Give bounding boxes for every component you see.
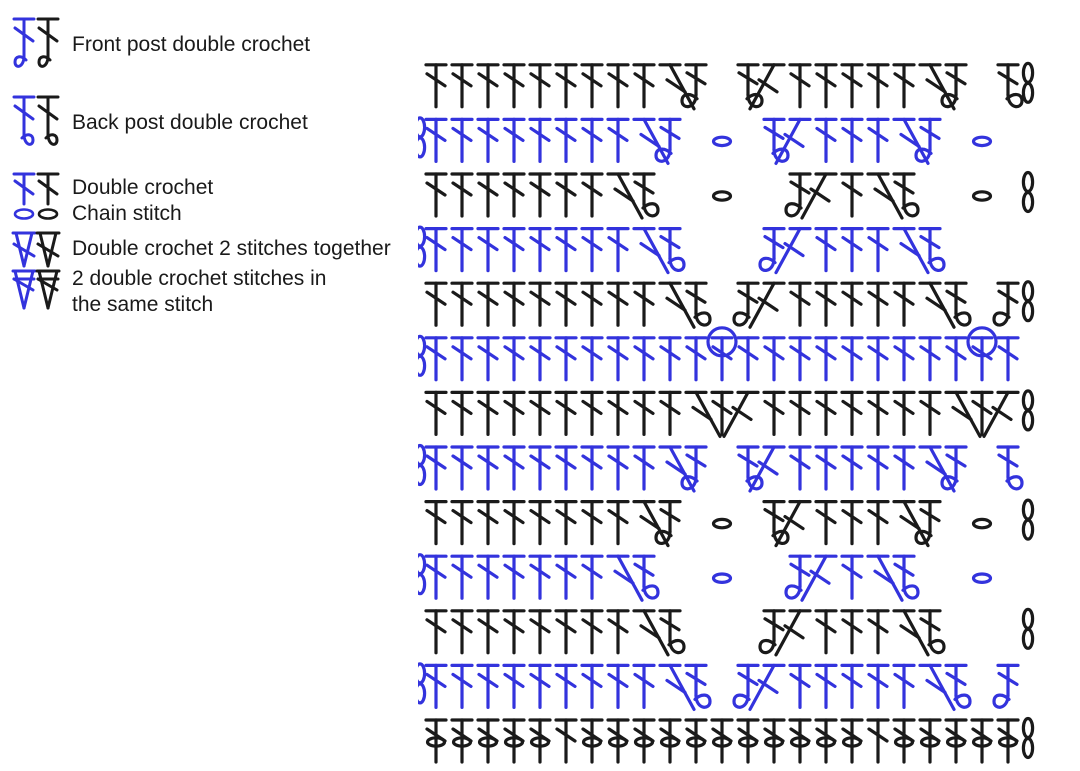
chain-stitch-icon [8, 198, 72, 230]
legend-label-front-post-double-crochet: Front post double crochet [72, 33, 311, 56]
legend-item-chain-stitch: Chain stitch [8, 198, 428, 230]
chart-row-5 [418, 443, 1024, 493]
chart-row-12 [424, 61, 1035, 111]
chart-row-3 [418, 553, 993, 602]
chart-row-7 [418, 326, 1020, 382]
two-dc-same-stitch-icon [8, 266, 72, 318]
chart-row-6 [424, 389, 1035, 438]
legend-label-two-double-crochet-same-stitch: 2 double crochet stitches in the same st… [72, 267, 327, 316]
legend-label-double-crochet: Double crochet [72, 176, 214, 199]
dc2tog-icon [8, 228, 72, 270]
legend-item-back-post-double-crochet: Back post double crochet [8, 88, 428, 158]
legend-label-double-crochet-2-together: Double crochet 2 stitches together [72, 237, 391, 260]
fpdc-icon [8, 10, 72, 80]
chart-row-8 [424, 280, 1035, 329]
legend-item-two-double-crochet-same-stitch: 2 double crochet stitches in the same st… [8, 266, 428, 318]
bpdc-icon [8, 88, 72, 158]
chart-row-10 [424, 170, 1035, 220]
chart-row-4 [424, 498, 1035, 548]
crochet-chart-svg [418, 61, 1035, 764]
chart-row-0 [424, 716, 1035, 764]
legend-item-front-post-double-crochet: Front post double crochet [8, 10, 428, 80]
legend-label-back-post-double-crochet: Back post double crochet [72, 111, 308, 134]
chart-row-9 [418, 225, 946, 275]
legend: Front post double crochet [0, 0, 430, 330]
chart-row-1 [418, 662, 1020, 712]
chart-row-2 [424, 607, 1035, 657]
legend-item-double-crochet-2-together: Double crochet 2 stitches together [8, 228, 428, 270]
legend-item-double-crochet: Double crochet [8, 168, 428, 208]
crochet-chart [418, 0, 1080, 771]
chart-row-11 [418, 116, 993, 165]
dc-icon [8, 168, 72, 208]
legend-label-chain-stitch: Chain stitch [72, 202, 182, 225]
